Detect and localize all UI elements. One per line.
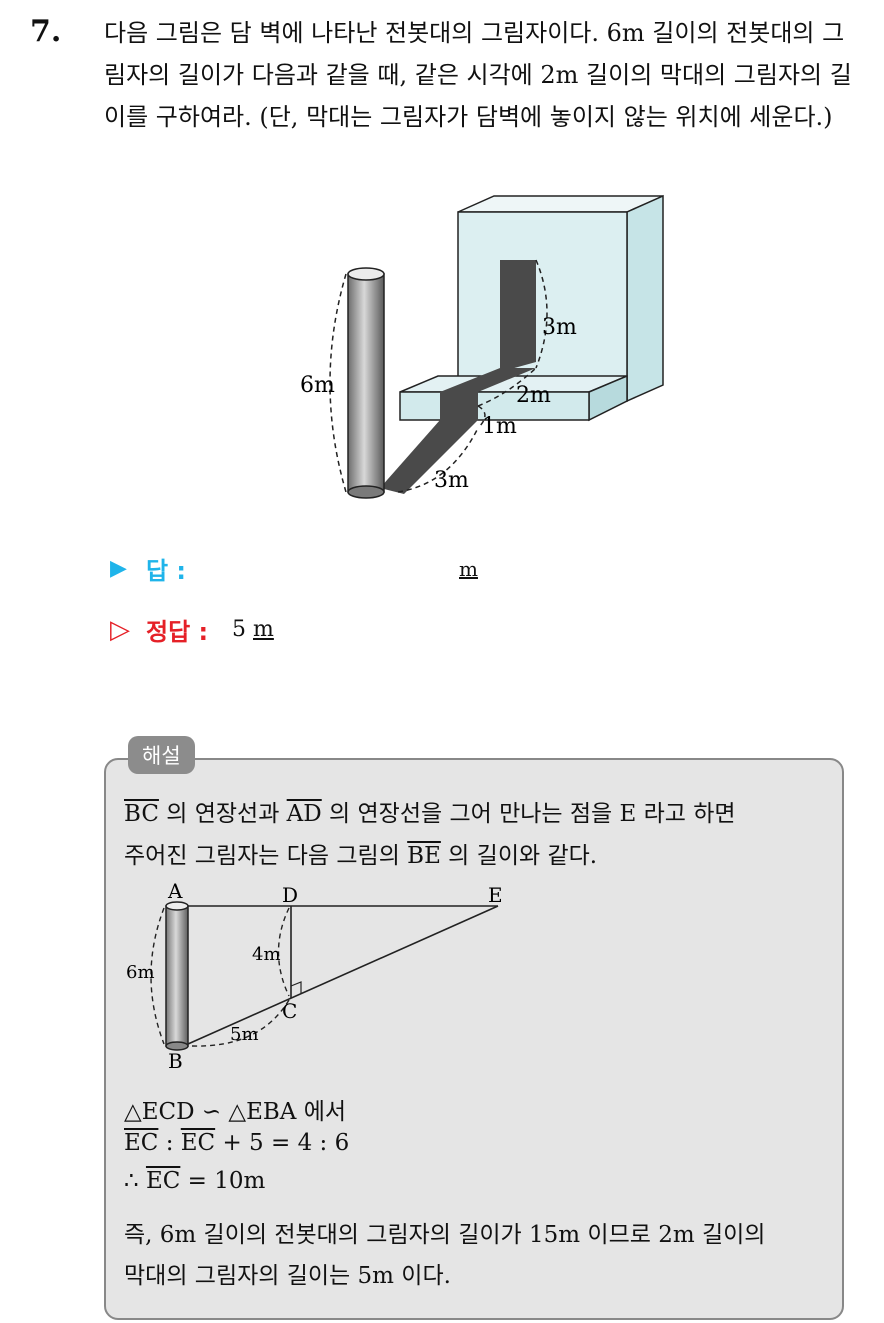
pole-height-label-2: 6m	[126, 962, 155, 983]
outline-arrow-icon: ▷	[110, 614, 130, 645]
answer-unit: m	[459, 556, 478, 581]
step-top-label: 2m	[516, 383, 551, 408]
solution-line-2: 주어진 그림자는 다음 그림의 BE 의 길이와 같다.	[124, 843, 598, 869]
pole-height-label: 6m	[300, 373, 335, 398]
similar-triangle-figure: A B C D E 6m 4m 5m	[126, 879, 503, 1073]
point-e-label: E	[488, 883, 503, 907]
answer-row: ▶ 답 : m	[110, 551, 478, 586]
bc-length-label: 5m	[230, 1024, 259, 1045]
ground-shadow-label: 3m	[434, 468, 469, 493]
point-a-label: A	[167, 879, 183, 903]
correct-label: 정답 :	[146, 618, 209, 646]
solution-line-5: ∴ EC = 10m	[124, 1168, 266, 1194]
play-arrow-icon: ▶	[110, 556, 127, 581]
correct-answer-row: ▷ 정답 : 5 m	[110, 612, 274, 647]
pole-shadow-figure: 6m 3m 2m 1m 3m	[300, 194, 664, 499]
dc-length-label: 4m	[252, 944, 281, 965]
step-front-label: 1m	[482, 414, 517, 439]
question-text: 다음 그림은 담 벽에 나타난 전봇대의 그림자이다. 6m 길이의 전봇대의 …	[104, 19, 852, 131]
solution-box	[104, 758, 844, 1320]
solution-line-7: 막대의 그림자의 길이는 5m 이다.	[124, 1263, 451, 1289]
point-c-label: C	[282, 999, 297, 1023]
solution-tag: 해설	[128, 736, 195, 774]
solution-line-3: △ECD ∽ △EBA 에서	[124, 1099, 347, 1125]
solution-line-6: 즉, 6m 길이의 전봇대의 그림자의 길이가 15m 이므로 2m 길이의	[124, 1222, 766, 1248]
point-b-label: B	[168, 1049, 183, 1073]
wall-shadow-label: 3m	[542, 315, 577, 340]
correct-value: 5 m	[232, 617, 274, 642]
solution-line-4: EC : EC + 5 = 4 : 6	[124, 1130, 350, 1156]
solution-line-1: BC 의 연장선과 AD 의 연장선을 그어 만나는 점을 E 라고 하면	[124, 801, 736, 827]
point-d-label: D	[282, 883, 298, 907]
question-number: 7.	[30, 14, 62, 49]
answer-label: 답 :	[146, 557, 187, 585]
